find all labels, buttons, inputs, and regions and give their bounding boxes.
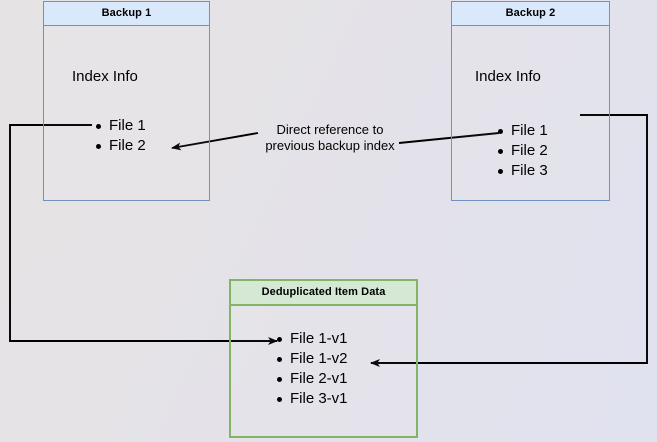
deduplicated-file-list: File 1-v1 File 1-v2 File 2-v1 File 3-v1 [275, 329, 348, 409]
backup-1-body: Index Info File 1 File 2 [44, 26, 209, 200]
backup-2-index-info-label: Index Info [475, 68, 541, 85]
backup-1-box[interactable]: Backup 1 Index Info File 1 File 2 [43, 1, 210, 201]
list-item: File 1-v2 [275, 349, 348, 369]
backup-1-file-list: File 1 File 2 [94, 116, 146, 156]
backup-2-header: Backup 2 [452, 2, 609, 26]
list-item: File 1-v1 [275, 329, 348, 349]
backup-2-box[interactable]: Backup 2 Index Info File 1 File 2 File 3 [451, 1, 610, 201]
list-item: File 2 [496, 141, 548, 161]
direct-reference-label-line-2: previous backup index [265, 138, 395, 153]
backup-1-header: Backup 1 [44, 2, 209, 26]
backup-1-index-info-label: Index Info [72, 68, 138, 85]
list-item: File 1 [94, 116, 146, 136]
backup-2-body: Index Info File 1 File 2 File 3 [452, 26, 609, 200]
direct-reference-label-line-1: Direct reference to [276, 122, 384, 137]
deduplicated-item-data-box[interactable]: Deduplicated Item Data File 1-v1 File 1-… [229, 279, 418, 438]
deduplicated-item-data-body: File 1-v1 File 1-v2 File 2-v1 File 3-v1 [231, 306, 416, 436]
backup-2-file-list: File 1 File 2 File 3 [496, 121, 548, 181]
list-item: File 2-v1 [275, 369, 348, 389]
list-item: File 2 [94, 136, 146, 156]
deduplicated-item-data-header: Deduplicated Item Data [231, 281, 416, 306]
list-item: File 3 [496, 161, 548, 181]
direct-reference-label: Direct reference to previous backup inde… [244, 122, 416, 154]
list-item: File 1 [496, 121, 548, 141]
list-item: File 3-v1 [275, 389, 348, 409]
